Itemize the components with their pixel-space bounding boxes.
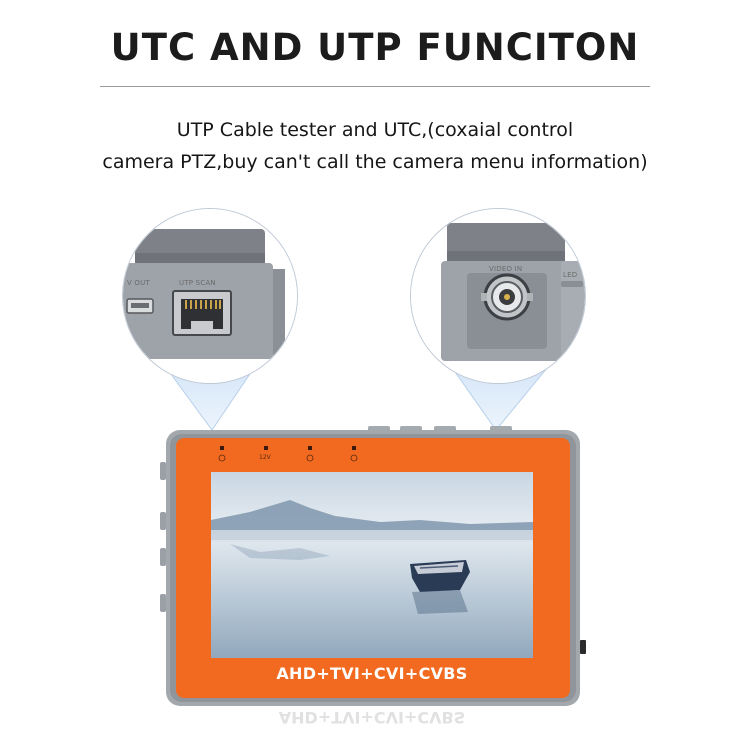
usb-port-label: V OUT	[127, 279, 150, 287]
side-button-4	[160, 594, 166, 612]
utp-port-illustration	[123, 209, 297, 383]
device-brand-reflection: AHD+TVI+CVI+CVBS	[278, 708, 466, 727]
video-in-label: VIDEO IN	[489, 265, 523, 273]
led-icon-1	[218, 454, 226, 462]
page-title: UTC AND UTP FUNCITON	[110, 26, 640, 69]
led-label: LED	[563, 271, 578, 279]
subtitle: UTP Cable tester and UTC,(coxaial contro…	[0, 114, 750, 178]
side-button-3	[160, 548, 166, 566]
distant-mountains	[211, 500, 533, 530]
device-brand-text: AHD+TVI+CVI+CVBS	[276, 664, 468, 683]
subtitle-line-2: camera PTZ,buy can't call the camera men…	[102, 151, 648, 173]
led-indicator-4	[352, 446, 356, 450]
title-divider	[100, 86, 650, 87]
led-icon-3	[306, 454, 314, 462]
bnc-port-illustration	[411, 209, 585, 383]
indicator-12v-label: 12V	[259, 454, 271, 461]
led-indicator-2	[264, 446, 268, 450]
video-in-callout: VIDEO IN LED	[410, 208, 586, 384]
side-button-2	[160, 512, 166, 530]
right-switch	[580, 640, 586, 654]
side-button-1	[160, 462, 166, 480]
led-indicator-3	[308, 446, 312, 450]
subtitle-line-1: UTP Cable tester and UTC,(coxaial contro…	[176, 119, 574, 141]
utp-port-label: UTP SCAN	[179, 279, 216, 287]
utp-port-callout: V OUT UTP SCAN	[122, 208, 298, 384]
led-indicator-1	[220, 446, 224, 450]
power-icon	[350, 454, 358, 462]
